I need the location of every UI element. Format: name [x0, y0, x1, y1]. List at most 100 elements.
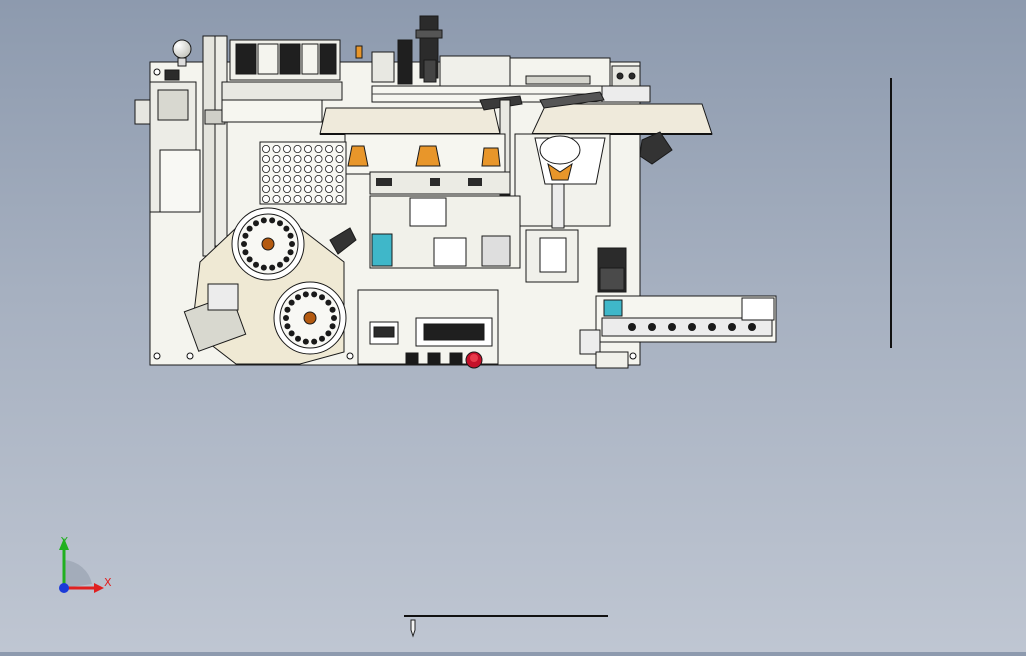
grid-hole — [314, 194, 323, 203]
dial-pocket — [295, 335, 301, 342]
grid-hole — [314, 144, 323, 153]
grid-hole — [303, 174, 312, 183]
grid-hole — [314, 184, 323, 193]
grid-hole — [324, 144, 333, 153]
top-bracket-b — [439, 55, 511, 87]
reference-line-horizontal — [404, 615, 608, 638]
angled-sensor-left — [329, 227, 357, 255]
gripper-orange-3 — [481, 147, 501, 167]
center-lower-housing — [433, 237, 467, 267]
control-button-2[interactable] — [427, 352, 441, 365]
grid-hole — [293, 184, 302, 193]
grid-hole — [303, 194, 312, 203]
conveyor-belt — [601, 317, 773, 337]
pressure-gauge — [172, 39, 192, 59]
emergency-stop-icon[interactable] — [465, 351, 483, 369]
grid-hole — [293, 194, 302, 203]
conveyor-end-cap — [741, 297, 775, 321]
grid-hole — [324, 194, 333, 203]
conveyor-puck — [688, 323, 696, 331]
mid-rail-bolts — [376, 178, 482, 186]
right-gripper-orange — [547, 162, 573, 181]
dial-pocket — [277, 261, 283, 268]
conveyor-pucks — [628, 323, 756, 331]
feeder-cover — [207, 283, 239, 311]
grid-hole — [282, 174, 291, 183]
grid-hole — [303, 164, 312, 173]
dial-pocket — [253, 261, 259, 268]
gripper-orange-1 — [347, 145, 369, 167]
gripper-orange-2 — [415, 145, 441, 167]
dial-pocket — [269, 217, 276, 224]
grid-hole — [293, 154, 302, 163]
grid-hole — [324, 174, 333, 183]
grid-hole — [261, 154, 270, 163]
triad-x-label: X — [104, 576, 112, 589]
parts-grid-tray — [259, 141, 347, 205]
conveyor-motor-body — [599, 267, 625, 291]
cyan-bracket — [371, 233, 393, 267]
dial-pocket — [288, 299, 295, 306]
dial-pocket — [287, 249, 294, 256]
grid-hole — [324, 184, 333, 193]
top-end-block — [611, 65, 641, 87]
grid-hole — [282, 184, 291, 193]
dial-pocket — [288, 330, 295, 337]
conveyor-puck — [728, 323, 736, 331]
machine-assembly[interactable] — [134, 15, 777, 369]
control-button-3[interactable] — [449, 352, 463, 365]
grid-hole — [272, 194, 281, 203]
grid-hole — [282, 194, 291, 203]
left-sensor — [164, 69, 180, 81]
display-small-screen — [373, 326, 395, 338]
grid-hole — [335, 164, 344, 173]
dial-pocket — [325, 330, 332, 337]
gantry-carriage — [221, 99, 323, 123]
grid-hole — [293, 164, 302, 173]
grid-hole — [314, 154, 323, 163]
right-lower-housing — [539, 237, 567, 273]
dial-pocket — [319, 335, 325, 342]
indicator-orange-top — [355, 45, 363, 59]
end-block-screw — [616, 72, 624, 80]
dial-pocket — [246, 256, 253, 263]
dial-pocket — [284, 306, 291, 313]
conveyor-bracket — [579, 329, 601, 355]
conveyor-puck — [628, 323, 636, 331]
dial-pocket — [242, 232, 249, 239]
camera-mount-left — [397, 39, 413, 85]
dial-pocket — [289, 241, 295, 247]
dial-pocket — [311, 338, 318, 345]
grid-hole — [303, 154, 312, 163]
vertical-column-left — [202, 35, 216, 257]
right-gripper-shaft — [551, 183, 565, 229]
right-tray-cover — [531, 103, 713, 135]
gantry-beam — [221, 81, 343, 101]
grid-hole — [261, 194, 270, 203]
dial-pocket — [253, 220, 259, 227]
grid-hole — [335, 144, 344, 153]
grid-hole — [261, 144, 270, 153]
grid-hole — [303, 184, 312, 193]
grid-hole — [282, 164, 291, 173]
display-large-screen — [423, 323, 485, 341]
grid-hole — [261, 164, 270, 173]
grid-hole — [282, 144, 291, 153]
dial-pocket — [325, 299, 332, 306]
control-button-1[interactable] — [405, 352, 419, 365]
slide-rail-detail — [525, 75, 591, 85]
dial-pocket — [284, 323, 291, 330]
grid-hole — [324, 154, 333, 163]
gauge-stem — [177, 57, 187, 67]
dial-pocket — [260, 264, 267, 271]
chute-dark-right — [539, 91, 605, 109]
dial-pocket — [283, 256, 290, 263]
grid-hole — [282, 154, 291, 163]
left-panel — [159, 149, 201, 213]
grid-hole — [314, 174, 323, 183]
camera-lens — [423, 59, 437, 83]
left-valve — [157, 89, 189, 121]
dial-pocket — [287, 232, 294, 239]
